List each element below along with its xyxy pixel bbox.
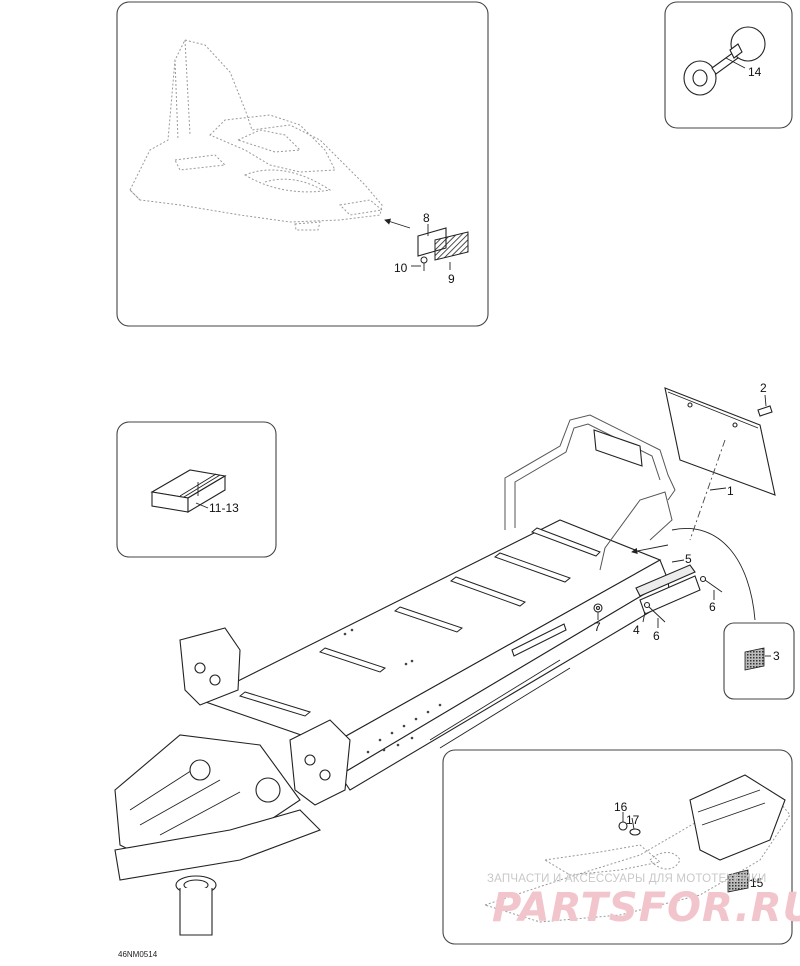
reflector-inset: 8 9 10: [116, 1, 489, 327]
callout-16: 16: [614, 800, 628, 814]
callout-10: 10: [394, 261, 408, 275]
screw-part-16: [618, 812, 628, 831]
side-panel-part: [689, 774, 786, 861]
deck-slots: [238, 527, 601, 717]
mesh-inset: 3: [723, 622, 795, 700]
snow-flap-part-1: [664, 387, 776, 496]
nut-part-7: [593, 603, 603, 613]
watermark-tagline: ЗАПЧАСТИ И АКСЕССУАРЫ ДЛЯ МОТОТЕХНИКИ: [487, 873, 767, 885]
watermark-logo: PARTSFOR.RU: [492, 885, 800, 931]
watermark: ЗАПЧАСТИ И АКСЕССУАРЫ ДЛЯ МОТОТЕХНИКИ PA…: [487, 873, 800, 931]
callout-5: 5: [685, 552, 692, 566]
callout-1: 1: [727, 484, 734, 498]
pad-part-11-13: [150, 469, 227, 513]
tunnel-assembly: 1 2 5 4 6 6: [114, 381, 776, 936]
callout-7: 7: [594, 620, 601, 634]
pad-inset: 11-13: [116, 421, 277, 558]
callout-9: 9: [448, 272, 455, 286]
drawing-reference: 46NM0514: [118, 950, 158, 959]
callout-6b: 6: [653, 629, 660, 643]
washer-part-17: [629, 817, 641, 836]
horn-part-14: [683, 26, 766, 96]
callout-8: 8: [423, 211, 430, 225]
front-cradle: [114, 627, 351, 881]
rivet-part-10: [420, 256, 428, 271]
screw-part-6-b: [643, 601, 666, 623]
rivet-part-2: [757, 394, 773, 417]
screw-part-6-a: [699, 575, 723, 593]
side-panel-inset: 16 17 15: [442, 749, 793, 945]
callout-11-13: 11-13: [209, 501, 239, 515]
grab-handle: [504, 414, 676, 571]
side-panel-outline: [483, 779, 791, 923]
flap-bracket-part-4: [635, 564, 701, 615]
exhaust-stub: [175, 875, 217, 936]
snowmobile-outline: [129, 39, 384, 231]
callout-2: 2: [760, 381, 767, 395]
callout-15: 15: [750, 876, 764, 890]
horn-inset: 14: [664, 1, 793, 129]
reflector-part-9: [434, 231, 469, 261]
callout-4: 4: [633, 623, 640, 637]
callout-17: 17: [626, 813, 640, 827]
tunnel-holes: [343, 628, 442, 754]
callout-3: 3: [773, 649, 780, 663]
callout-6a: 6: [709, 600, 716, 614]
callout-14: 14: [748, 65, 762, 79]
